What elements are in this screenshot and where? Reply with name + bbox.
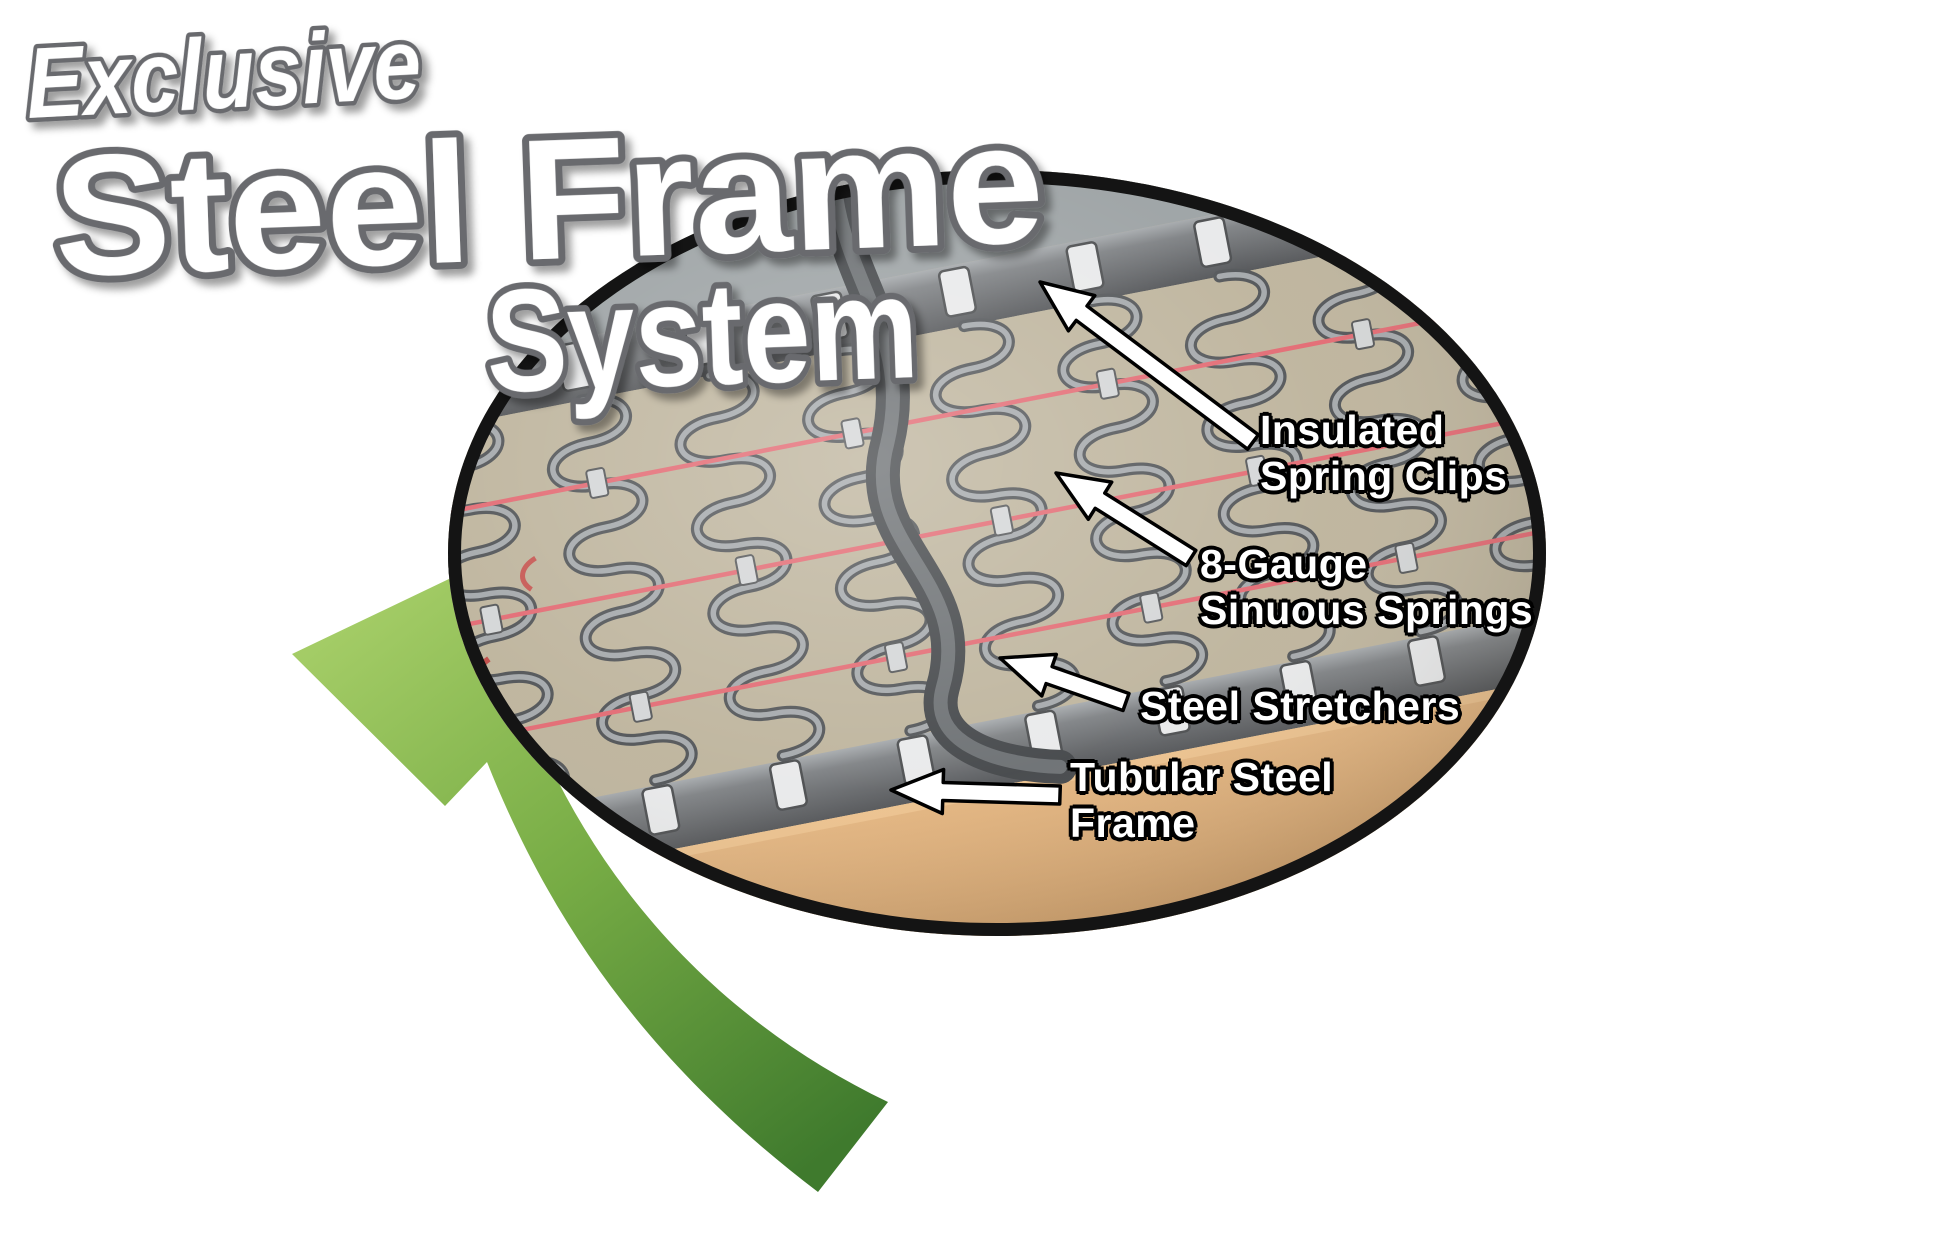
callout-insulated-spring-clips: Insulated Spring Clips <box>1260 407 1508 500</box>
headline: Exclusive Steel Frame System <box>19 3 1054 430</box>
callout-line: Sinuous Springs <box>1200 586 1534 633</box>
callout-line: Spring Clips <box>1260 452 1508 499</box>
title-exclusive: Exclusive <box>23 7 423 140</box>
callout-line: Tubular Steel <box>1070 754 1334 800</box>
illustration-ellipse: Insulated Spring Clips 8-Gauge Sinuous S… <box>448 170 1546 936</box>
callout-tubular-steel-frame: Tubular Steel Frame <box>1070 754 1334 847</box>
frame-photo-scene <box>448 170 1546 936</box>
ellipse-border <box>448 170 1546 936</box>
title-system: System <box>483 245 920 423</box>
callout-8-gauge-sinuous-springs: 8-Gauge Sinuous Springs <box>1200 541 1534 634</box>
callout-line: Steel Stretchers <box>1140 683 1461 729</box>
callout-steel-stretchers: Steel Stretchers <box>1140 683 1461 730</box>
title-steel-frame: Steel Frame <box>51 87 1047 313</box>
callout-line: 8-Gauge <box>1200 541 1368 587</box>
callout-line: Frame <box>1070 799 1196 846</box>
callout-line: Insulated <box>1260 407 1445 453</box>
